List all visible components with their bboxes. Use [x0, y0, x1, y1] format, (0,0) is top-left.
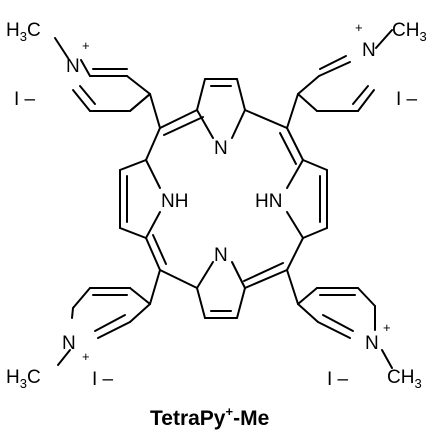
charge-plus-top-left: +: [82, 38, 90, 53]
charge-plus-bottom-right: +: [383, 320, 391, 335]
iodide-top-right: I –: [396, 89, 418, 110]
svg-text:CH3: CH3: [392, 20, 427, 44]
porphyrin-core: [119, 78, 328, 319]
pyridinium-n-top-left: N: [66, 56, 80, 77]
pyridinium-bottom-left: [57, 269, 161, 366]
pyridinium-top-right: [286, 29, 393, 129]
pyridinium-top-left: [54, 37, 161, 129]
svg-text:CH3: CH3: [387, 367, 422, 391]
methyl-bottom-right: CH3: [387, 367, 422, 391]
iodide-bottom-right: I –: [327, 369, 349, 390]
pyridinium-bottom-right: [286, 269, 393, 369]
caption-superscript: +: [225, 404, 233, 419]
iodide-bottom-left: I –: [92, 369, 114, 390]
caption-prefix: TetraPy: [150, 407, 226, 430]
caption-suffix: -Me: [233, 407, 269, 430]
methyl-bottom-left: H3C: [6, 367, 41, 391]
pyridinium-n-top-right: N: [362, 40, 376, 61]
methyl-top-left: H3C: [6, 20, 41, 44]
svg-text:H3C: H3C: [6, 367, 41, 391]
core-n-bottom: N: [214, 245, 228, 266]
iodide-top-left: I –: [14, 89, 36, 110]
pyridinium-n-bottom-left: N: [62, 333, 76, 354]
methyl-top-right: CH3: [392, 20, 427, 44]
pyridinium-n-bottom-right: N: [365, 333, 379, 354]
compound-caption: TetraPy+-Me: [150, 404, 269, 430]
core-nh-left: NH: [161, 191, 188, 212]
charge-plus-bottom-left: +: [82, 349, 90, 364]
charge-plus-top-right: +: [355, 20, 363, 35]
core-hn-right: HN: [255, 191, 282, 212]
core-n-top: N: [214, 138, 228, 159]
svg-text:H3C: H3C: [6, 20, 41, 44]
